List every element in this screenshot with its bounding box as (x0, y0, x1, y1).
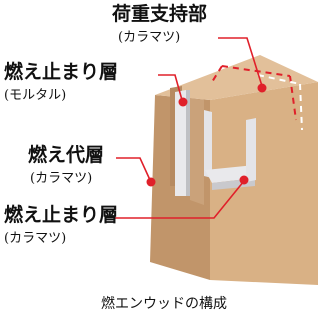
label-load-bearing-sub: (カラマツ) (118, 30, 181, 45)
diagram-caption: 燃エンウッドの構成 (101, 296, 227, 312)
leader-dots (146, 83, 267, 187)
label-fire-stop-top-sub: (モルタル) (4, 88, 67, 103)
label-burn-layer-title: 燃え代層 (28, 144, 105, 166)
label-burn-layer-sub: (カラマツ) (30, 171, 93, 186)
leader-load-bearing (218, 37, 263, 87)
label-load-bearing-title: 荷重支持部 (112, 3, 208, 25)
dot-fire-stop-bottom (239, 175, 249, 185)
mortar-layer-inner (204, 110, 212, 178)
dot-load-bearing (257, 83, 267, 93)
leader-fire-stop-top (158, 74, 183, 101)
core-dashed-outline-white (257, 74, 303, 131)
mortar-layer-left (175, 90, 186, 196)
leader-lines (114, 37, 263, 219)
label-fire-stop-top-title: 燃え止まり層 (4, 61, 119, 83)
leader-fire-stop-bottom (114, 180, 245, 219)
leader-burn-layer (116, 157, 151, 181)
label-fire-stop-bottom-sub: (カラマツ) (4, 231, 67, 246)
mortar-layer-right (246, 118, 256, 182)
burn-layer-wood (190, 98, 204, 205)
label-fire-stop-bottom-title: 燃え止まり層 (4, 204, 119, 226)
dot-fire-stop-top (178, 97, 188, 107)
dot-burn-layer (146, 177, 156, 187)
mortar-layer-left-edge (186, 90, 190, 196)
block-front-face (210, 82, 318, 285)
block-top-face (155, 55, 318, 100)
core-dashed-outline (211, 65, 297, 121)
